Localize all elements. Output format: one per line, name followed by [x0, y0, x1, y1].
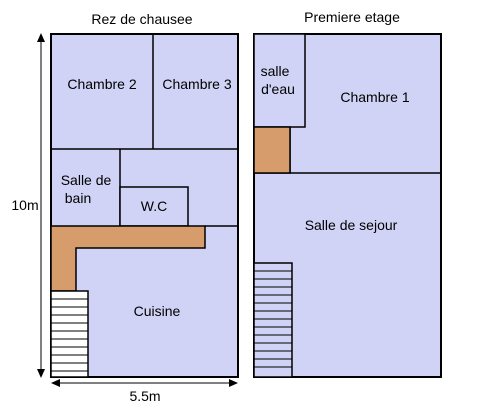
ground-floor-title: Rez de chausee — [91, 11, 192, 27]
ground-floor-plan: Rez de chausee Chambre 2 Chambre 3 Salle — [50, 11, 239, 378]
room-label-salle-de-bain-line2: bain — [65, 190, 91, 206]
salle-deau-room — [253, 33, 306, 128]
width-label: 5.5m — [129, 388, 160, 404]
first-floor-title: Premiere etage — [304, 9, 400, 25]
landing — [253, 126, 291, 174]
staircase — [50, 290, 89, 378]
room-label-salle-de-sejour: Salle de sejour — [305, 217, 398, 233]
room-label-wc: W.C — [141, 198, 167, 214]
first-floor-plan: Premiere etage salle d'eau Chambre 1 Sal… — [253, 9, 442, 378]
room-label-chambre-2: Chambre 2 — [67, 76, 136, 92]
staircase — [253, 262, 293, 378]
width-dimension: 5.5m — [51, 379, 238, 404]
room-label-cuisine: Cuisine — [134, 303, 181, 319]
room-label-salle-deau-line2: d'eau — [261, 81, 295, 97]
room-label-chambre-1: Chambre 1 — [340, 89, 409, 105]
room-label-salle-de-bain-line1: Salle de — [61, 172, 112, 188]
wc-room — [119, 186, 189, 227]
height-dimension: 10m — [11, 33, 45, 378]
height-label: 10m — [11, 197, 38, 213]
room-label-chambre-3: Chambre 3 — [162, 76, 231, 92]
room-label-salle-deau-line1: salle — [261, 63, 290, 79]
